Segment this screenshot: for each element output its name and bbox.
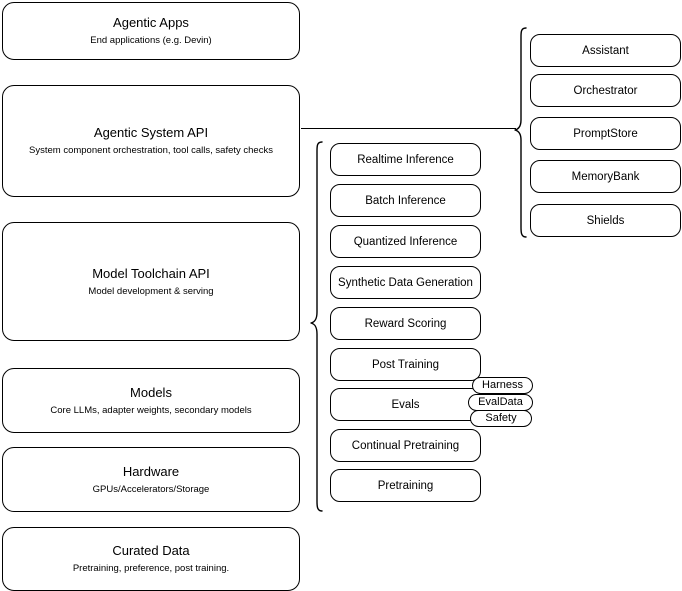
node-label: Synthetic Data Generation — [338, 276, 473, 289]
brace-model-toolchain — [308, 140, 324, 514]
node-label: Batch Inference — [365, 194, 446, 207]
layer-title: Agentic System API — [93, 125, 209, 140]
agentic-component-promptstore[interactable]: PromptStore — [530, 117, 681, 150]
toolchain-evals[interactable]: Evals — [330, 388, 481, 421]
evals-subcomponent-evaldata[interactable]: EvalData — [468, 394, 533, 411]
node-label: MemoryBank — [571, 170, 640, 183]
layer-subtitle: Model development & serving — [88, 285, 214, 297]
evals-subcomponent-safety[interactable]: Safety — [470, 410, 532, 427]
pill-label: Harness — [482, 379, 523, 391]
toolchain-quantized-inference[interactable]: Quantized Inference — [330, 225, 481, 258]
node-label: Shields — [586, 214, 625, 227]
agentic-component-orchestrator[interactable]: Orchestrator — [530, 74, 681, 107]
layer-agentic-system-api[interactable]: Agentic System API System component orch… — [2, 85, 300, 197]
layer-agentic-apps[interactable]: Agentic Apps End applications (e.g. Devi… — [2, 2, 300, 60]
node-label: Evals — [391, 398, 420, 411]
node-label: Reward Scoring — [364, 317, 447, 330]
toolchain-realtime-inference[interactable]: Realtime Inference — [330, 143, 481, 176]
layer-subtitle: End applications (e.g. Devin) — [90, 35, 212, 46]
layer-title: Agentic Apps — [113, 15, 189, 30]
layer-subtitle: GPUs/Accelerators/Storage — [92, 483, 210, 495]
layer-title: Hardware — [122, 463, 180, 479]
toolchain-continual-pretraining[interactable]: Continual Pretraining — [330, 429, 481, 462]
toolchain-post-training[interactable]: Post Training — [330, 348, 481, 381]
layer-title: Models — [130, 384, 172, 400]
node-label: Assistant — [582, 44, 629, 57]
layer-hardware[interactable]: Hardware GPUs/Accelerators/Storage — [2, 447, 300, 512]
brace-agentic-system — [512, 26, 528, 240]
node-label: Post Training — [371, 358, 440, 371]
node-label: Quantized Inference — [353, 235, 458, 248]
pill-label: EvalData — [478, 396, 523, 408]
layer-model-toolchain-api[interactable]: Model Toolchain API Model development & … — [2, 222, 300, 341]
layer-curated-data[interactable]: Curated Data Pretraining, preference, po… — [2, 527, 300, 591]
toolchain-synthetic-data-generation[interactable]: Synthetic Data Generation — [330, 266, 481, 299]
pill-label: Safety — [485, 412, 517, 424]
layer-models[interactable]: Models Core LLMs, adapter weights, secon… — [2, 368, 300, 433]
node-label: Orchestrator — [573, 84, 638, 97]
layer-subtitle: System component orchestration, tool cal… — [29, 145, 273, 156]
toolchain-reward-scoring[interactable]: Reward Scoring — [330, 307, 481, 340]
node-label: Realtime Inference — [357, 153, 454, 166]
node-label: Continual Pretraining — [351, 439, 460, 452]
layer-subtitle: Pretraining, preference, post training. — [72, 563, 230, 574]
layer-subtitle: Core LLMs, adapter weights, secondary mo… — [50, 404, 252, 416]
evals-subcomponent-harness[interactable]: Harness — [472, 377, 533, 394]
toolchain-batch-inference[interactable]: Batch Inference — [330, 184, 481, 217]
toolchain-pretraining[interactable]: Pretraining — [330, 469, 481, 502]
agentic-component-memorybank[interactable]: MemoryBank — [530, 160, 681, 193]
layer-title: Curated Data — [112, 543, 190, 558]
layer-title: Model Toolchain API — [92, 265, 210, 281]
connector-agentic-system-api-to-components — [301, 128, 516, 129]
agentic-component-shields[interactable]: Shields — [530, 204, 681, 237]
node-label: Pretraining — [377, 479, 434, 492]
node-label: PromptStore — [573, 127, 638, 140]
agentic-component-assistant[interactable]: Assistant — [530, 34, 681, 67]
